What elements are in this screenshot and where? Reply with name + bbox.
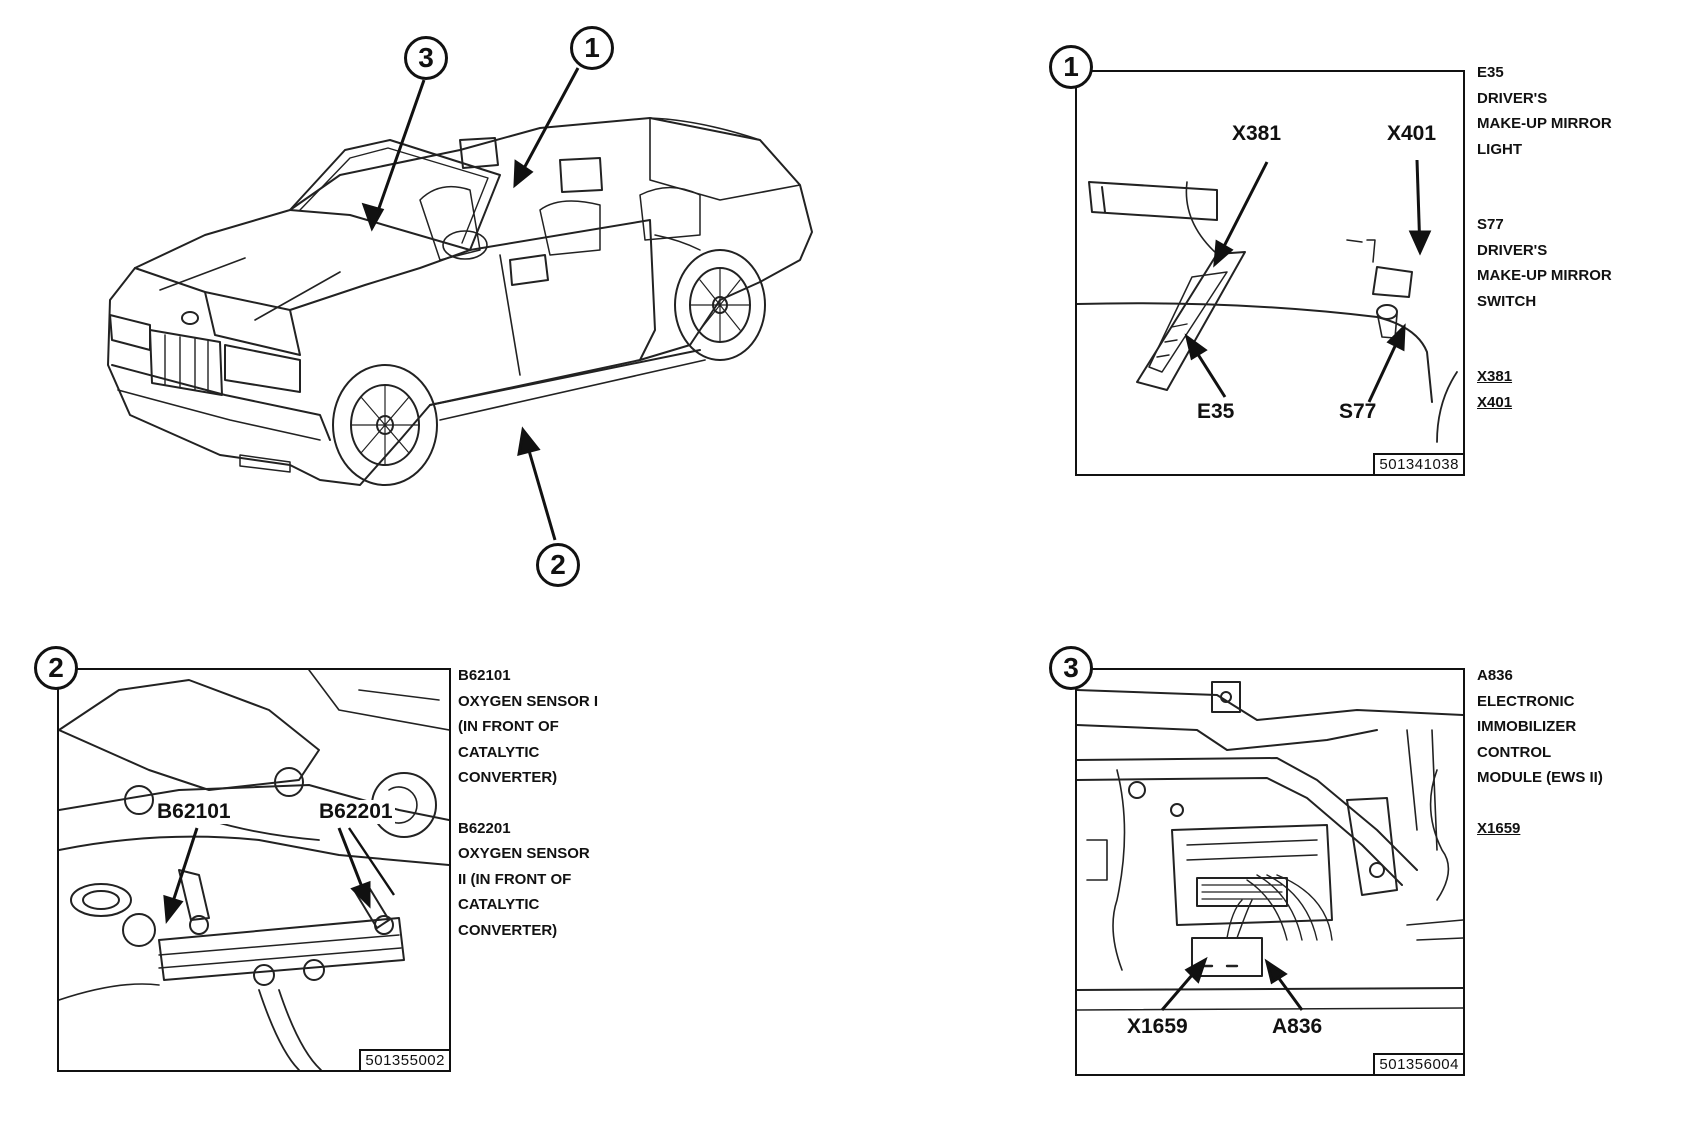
legend-code: S77: [1477, 216, 1504, 233]
mirror-assembly-drawing: [1077, 159, 1458, 443]
detail-panel-1: X381 X401 E35 S77 501341038: [1075, 70, 1465, 476]
legend-text: CONVERTER): [458, 921, 558, 939]
callout-2-detail: 2: [34, 646, 78, 690]
legend-panel-2: B62101 OXYGEN SENSOR I (IN FRONT OF CATA…: [458, 663, 598, 943]
legend-text: DRIVER'S: [1477, 241, 1548, 259]
legend-text: LIGHT: [1477, 140, 1522, 158]
label-x381: X381: [1232, 122, 1282, 145]
detail-panel-2: B62101 B62201 501355002: [57, 668, 451, 1072]
callout-3-detail: 3: [1049, 646, 1093, 690]
legend-text: MAKE-UP MIRROR: [1477, 267, 1612, 284]
legend-text: OXYGEN SENSOR: [458, 845, 590, 862]
callout-1: 1: [570, 26, 614, 70]
legend-text: CATALYTIC: [458, 896, 540, 913]
legend-code: B62201: [458, 819, 511, 837]
legend-text: IMMOBILIZER: [1477, 718, 1577, 735]
callout-3: 3: [404, 36, 448, 80]
legend-connector: X401: [1477, 393, 1513, 411]
label-x1659: X1659: [1127, 1015, 1188, 1038]
label-s77: S77: [1339, 400, 1377, 423]
legend-text: ELECTRONIC: [1477, 692, 1575, 710]
legend-text: SWITCH: [1477, 292, 1537, 310]
legend-text: CATALYTIC: [458, 743, 540, 761]
legend-code: A836: [1477, 667, 1513, 684]
legend-text: MAKE-UP MIRROR: [1477, 115, 1612, 132]
legend-text: CONVERTER): [458, 769, 558, 786]
legend-panel-3: A836 ELECTRONIC IMMOBILIZER CONTROL MODU…: [1477, 663, 1603, 841]
legend-text: DRIVER'S: [1477, 89, 1548, 107]
legend-code: B62101: [458, 667, 511, 684]
legend-text: (IN FRONT OF: [458, 718, 559, 735]
figure-code: 501356004: [1373, 1053, 1463, 1074]
legend-connector: X381: [1477, 368, 1513, 385]
label-a836: A836: [1272, 1015, 1323, 1038]
label-b62201: B62201: [317, 800, 395, 824]
label-e35: E35: [1197, 400, 1235, 423]
label-b62101: B62101: [155, 800, 233, 824]
figure-code: 501341038: [1373, 453, 1463, 474]
legend-text: OXYGEN SENSOR I: [458, 692, 599, 710]
callout-1-detail: 1: [1049, 45, 1093, 89]
oxygen-sensor-drawing: [59, 670, 449, 1070]
legend-panel-1: E35 DRIVER'S MAKE-UP MIRROR LIGHT S77 DR…: [1477, 60, 1612, 415]
legend-code: E35: [1477, 64, 1504, 81]
label-x401: X401: [1387, 122, 1437, 145]
callout-2: 2: [536, 543, 580, 587]
legend-text: II (IN FRONT OF: [458, 870, 572, 888]
legend-connector: X1659: [1477, 819, 1521, 837]
immobilizer-module-drawing: [1077, 681, 1463, 1011]
legend-text: CONTROL: [1477, 743, 1552, 761]
figure-code: 501355002: [359, 1049, 449, 1070]
legend-text: MODULE (EWS II): [1477, 769, 1603, 786]
detail-panel-3: X1659 A836 501356004: [1075, 668, 1465, 1076]
